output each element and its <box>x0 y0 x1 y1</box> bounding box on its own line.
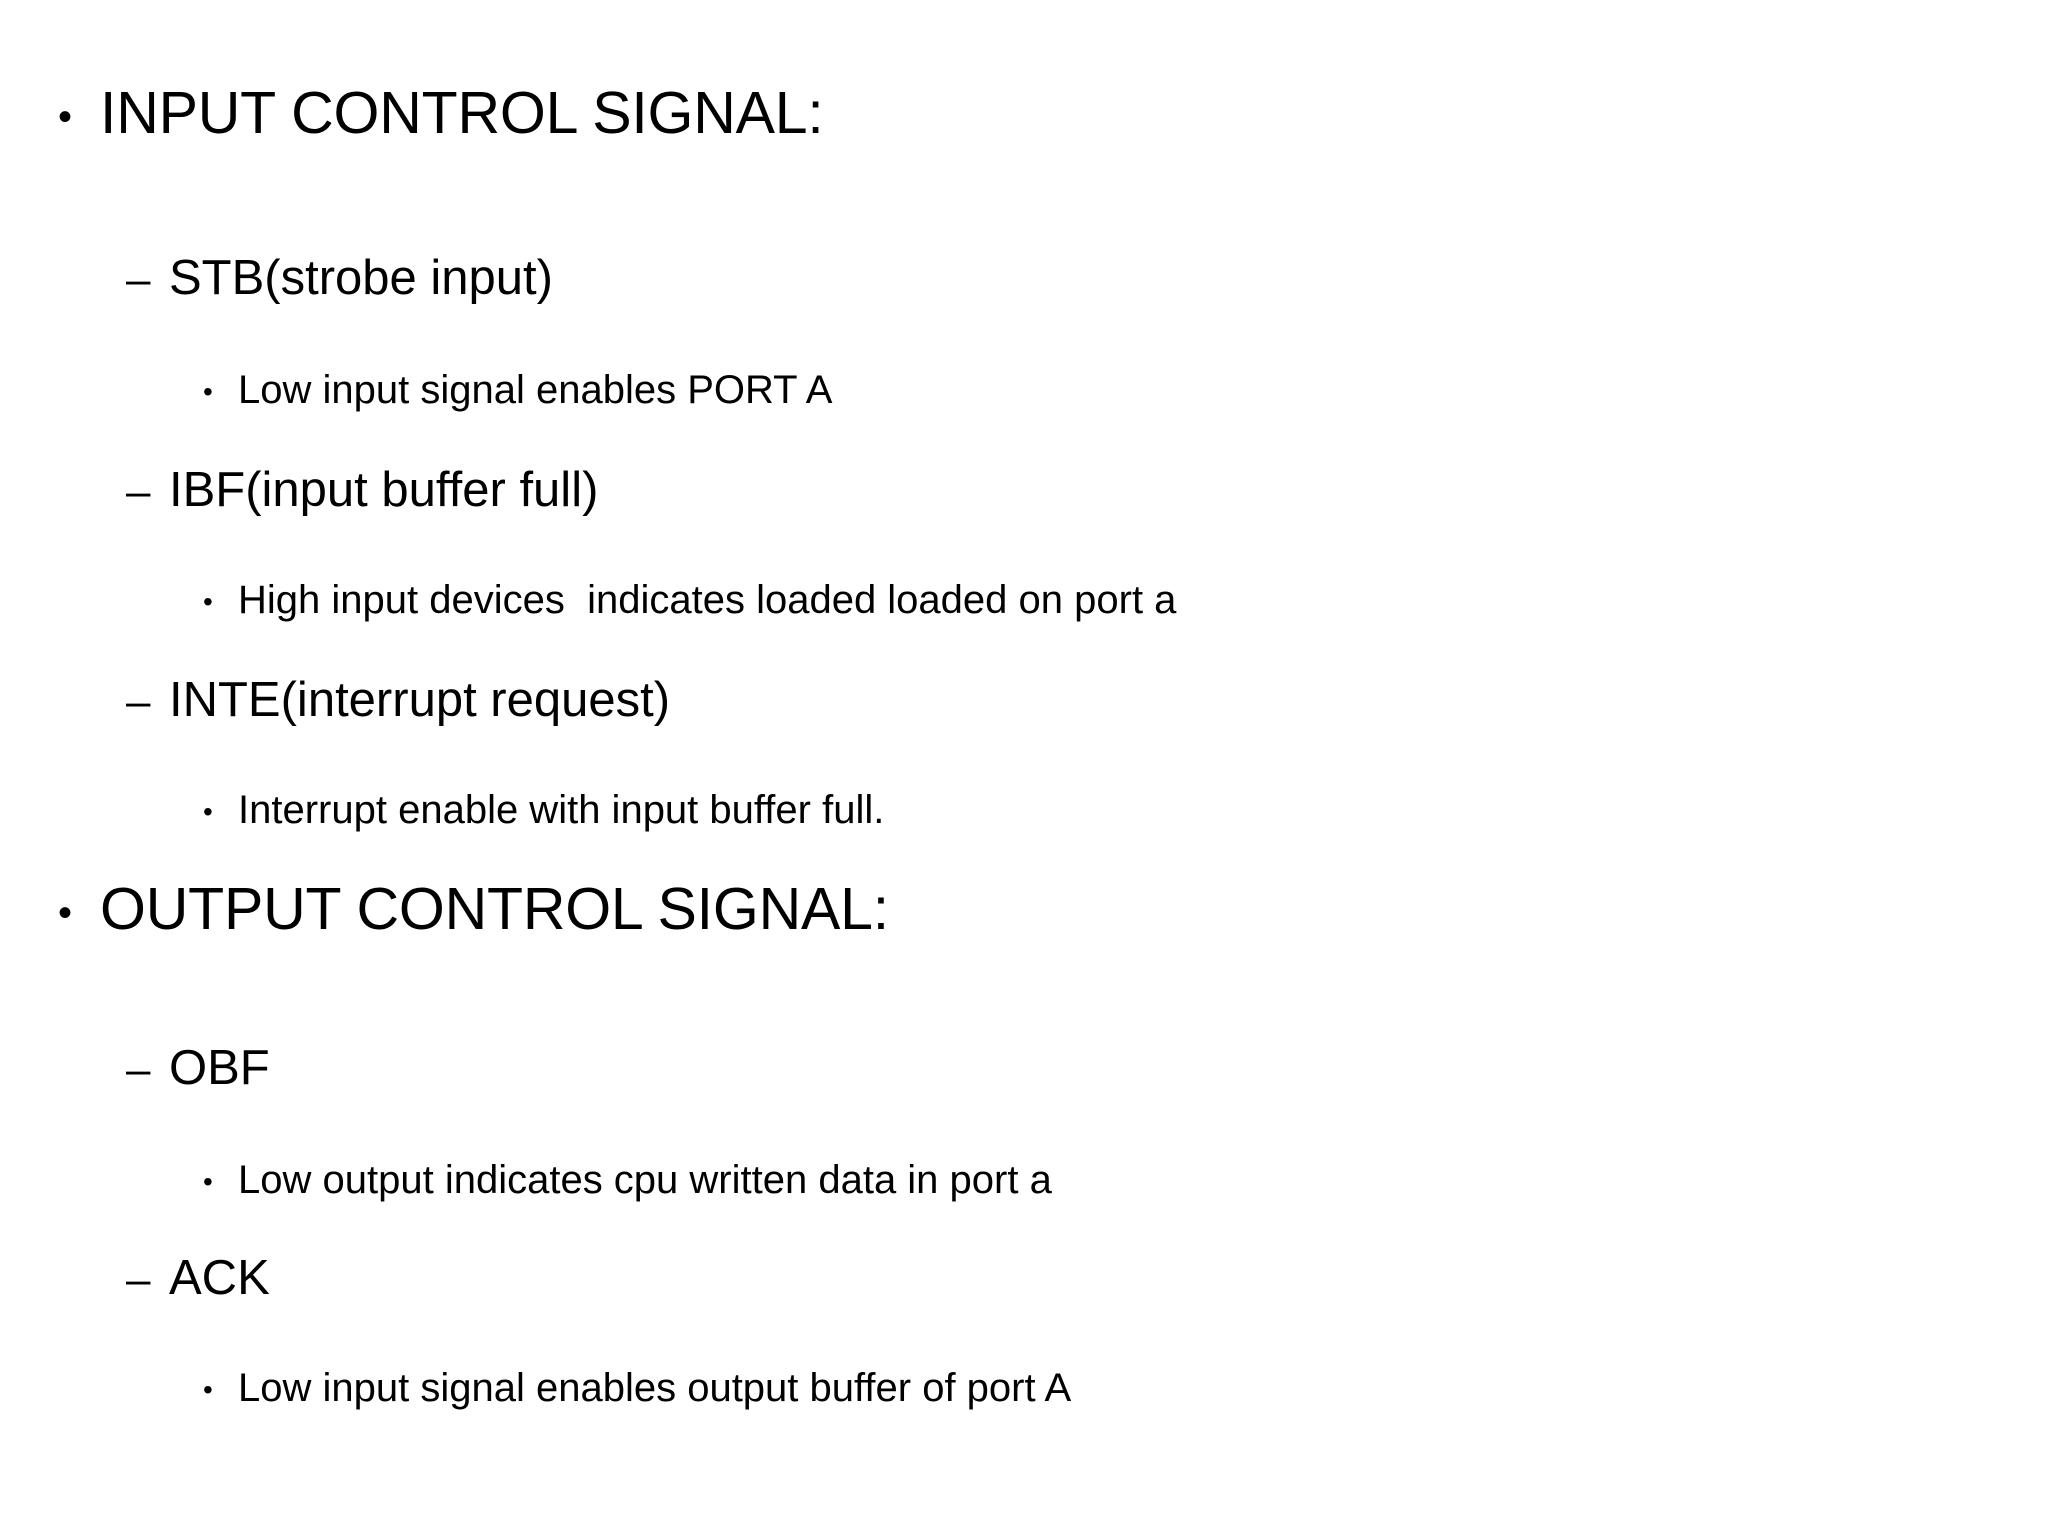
bullet-text: Low input signal enables output buffer o… <box>238 1366 1072 1410</box>
bullet-item-level-2[interactable]: –ACK <box>126 1254 270 1303</box>
bullet-marker-icon: • <box>58 95 72 139</box>
dash-marker-icon: – <box>126 677 151 726</box>
bullet-item-level-2[interactable]: –STB(strobe input) <box>126 254 553 303</box>
bullet-item-level-3[interactable]: • Interrupt enable with input buffer full… <box>203 790 884 830</box>
bullet-marker-icon: • <box>203 586 213 617</box>
bullet-item-level-1[interactable]: •OUTPUT CONTROL SIGNAL: <box>58 880 889 939</box>
dash-marker-icon: – <box>126 1255 151 1304</box>
bullet-text: INTE(interrupt request) <box>169 673 671 727</box>
bullet-item-level-2[interactable]: –INTE(interrupt request) <box>126 676 670 725</box>
bullet-item-level-3[interactable]: • Low output indicates cpu written data i… <box>203 1160 1052 1200</box>
bullet-text: OBF <box>169 1041 270 1095</box>
bullet-marker-icon: • <box>58 891 72 935</box>
bullet-text: INPUT CONTROL SIGNAL: <box>100 80 824 146</box>
dash-marker-icon: – <box>126 1045 151 1094</box>
bullet-item-level-2[interactable]: –OBF <box>126 1044 270 1093</box>
dash-marker-icon: – <box>126 467 151 516</box>
bullet-item-level-2[interactable]: –IBF(input buffer full) <box>126 466 598 515</box>
bullet-marker-icon: • <box>203 1166 213 1197</box>
bullet-item-level-1[interactable]: •INPUT CONTROL SIGNAL: <box>58 84 824 143</box>
bullet-text: ACK <box>169 1251 270 1305</box>
bullet-text: IBF(input buffer full) <box>169 463 599 517</box>
bullet-item-level-3[interactable]: • Low input signal enables PORT A <box>203 370 832 410</box>
bullet-text: Low output indicates cpu written data in… <box>238 1158 1052 1202</box>
bullet-marker-icon: • <box>203 796 213 827</box>
bullet-item-level-3[interactable]: • Low input signal enables output buffer … <box>203 1368 1071 1408</box>
bullet-text: OUTPUT CONTROL SIGNAL: <box>100 876 889 942</box>
dash-marker-icon: – <box>126 255 151 304</box>
bullet-marker-icon: • <box>203 376 213 407</box>
bullet-marker-icon: • <box>203 1374 213 1405</box>
bullet-text: High input devices indicates loaded load… <box>238 578 1177 622</box>
bullet-text: Low input signal enables PORT A <box>238 368 833 412</box>
bullet-item-level-3[interactable]: • High input devices indicates loaded loa… <box>203 580 1176 620</box>
bullet-text: STB(strobe input) <box>169 251 553 305</box>
bullet-text: Interrupt enable with input buffer full. <box>238 788 885 832</box>
